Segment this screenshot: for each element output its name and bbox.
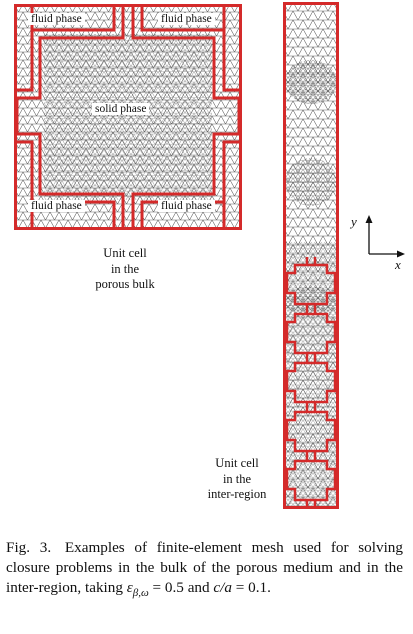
solid-phase-label: solid phase xyxy=(92,103,150,115)
fluid-phase-label-top-left: fluid phase xyxy=(28,13,85,25)
porous-bulk-caption-line-1: Unit cell xyxy=(103,246,147,260)
epsilon-symbol: ε xyxy=(126,579,133,596)
ratio-symbol: c/a xyxy=(213,579,232,596)
fluid-phase-label-bottom-right: fluid phase xyxy=(158,200,215,212)
fluid-phase-label-top-right: fluid phase xyxy=(158,13,215,25)
figure-number: Fig. 3. xyxy=(6,539,52,556)
porous-bulk-caption-line-3: porous bulk xyxy=(95,277,155,292)
porous-bulk-caption-line-2: in the xyxy=(110,261,140,276)
porous-bulk-unit-cell-mesh xyxy=(14,4,242,230)
inter-region-unit-cell-mesh xyxy=(283,2,339,509)
inter-region-caption-line-3: inter-region xyxy=(207,487,267,502)
figure-caption: Fig. 3. Examples of finite-element mesh … xyxy=(6,538,403,603)
porous-bulk-caption: Unit cell in the porous bulk xyxy=(70,246,180,293)
epsilon-value: = 0.5 and xyxy=(148,579,214,596)
figure-3: fluid phase fluid phase solid phase flui… xyxy=(14,2,405,509)
x-axis-label: x xyxy=(395,257,401,272)
xy-axes-icon xyxy=(365,215,405,258)
fluid-phase-label-bottom-left: fluid phase xyxy=(28,200,85,212)
ratio-value: = 0.1. xyxy=(231,579,271,596)
figure-caption-text: Examples of finite-element mesh used for… xyxy=(6,539,403,596)
inter-region-caption: Unit cell in the inter-region xyxy=(198,456,276,503)
epsilon-subscript: β,ω xyxy=(132,587,149,600)
y-axis-label: y xyxy=(351,214,357,229)
inter-region-caption-line-1: Unit cell xyxy=(215,456,259,470)
inter-region-caption-line-2: in the xyxy=(222,471,252,486)
